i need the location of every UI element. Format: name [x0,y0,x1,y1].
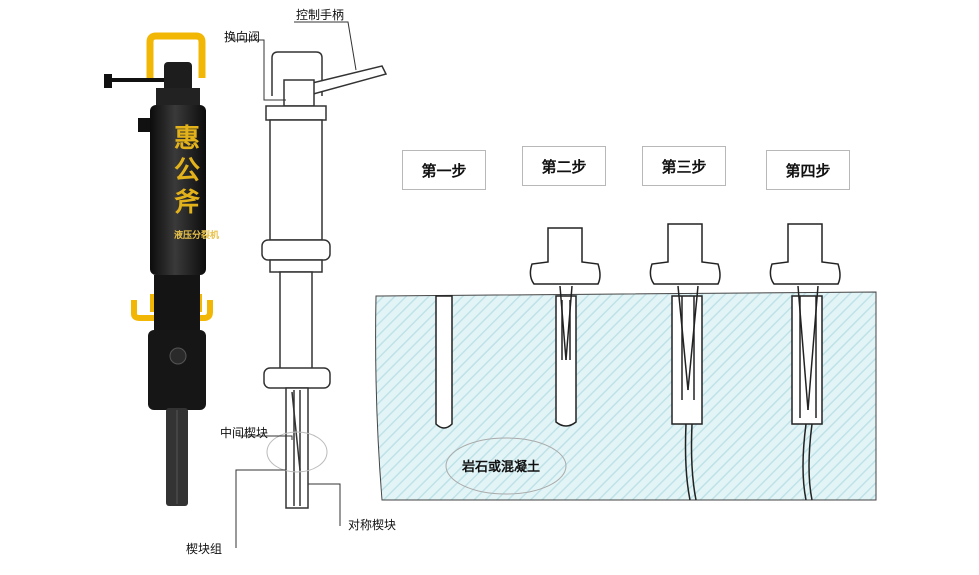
rock-label: 岩石或混凝土 [462,460,541,475]
yellow-top-handle [146,32,206,78]
step4-tool [769,223,841,501]
label-wedge-group: 楔块组 [186,542,223,556]
label-reversing-valve: 换向阀 [224,30,261,44]
step-2-label: 第二步 [522,146,606,186]
step-4-label: 第四步 [766,150,850,190]
tool-line-drawing [261,51,388,509]
brand-char-3: 斧 [174,188,201,218]
cylinder-body [150,105,206,275]
lower-housing [148,330,206,410]
brand-char-1: 惠 [174,124,201,154]
reversing-valve-shape [283,79,315,107]
leader-lines [230,21,357,548]
step2-tool [529,227,601,427]
label-control-handle: 控制手柄 [296,8,345,22]
highlight-ellipse [266,431,328,473]
brand-char-2: 公 [174,156,201,186]
valve-head [164,62,192,92]
splitter-photo [104,32,213,506]
model-text: 液压分裂机 [174,231,220,241]
step-1-label: 第一步 [402,150,486,190]
label-middle-wedge: 中间楔块 [220,426,269,440]
step-3-label: 第三步 [642,146,726,186]
rock-block [375,291,877,501]
rock-label-ellipse [445,437,567,495]
step1-drill-hole [435,295,453,429]
label-symmetric-wedge: 对称楔块 [348,518,397,532]
step3-tool [649,223,721,501]
